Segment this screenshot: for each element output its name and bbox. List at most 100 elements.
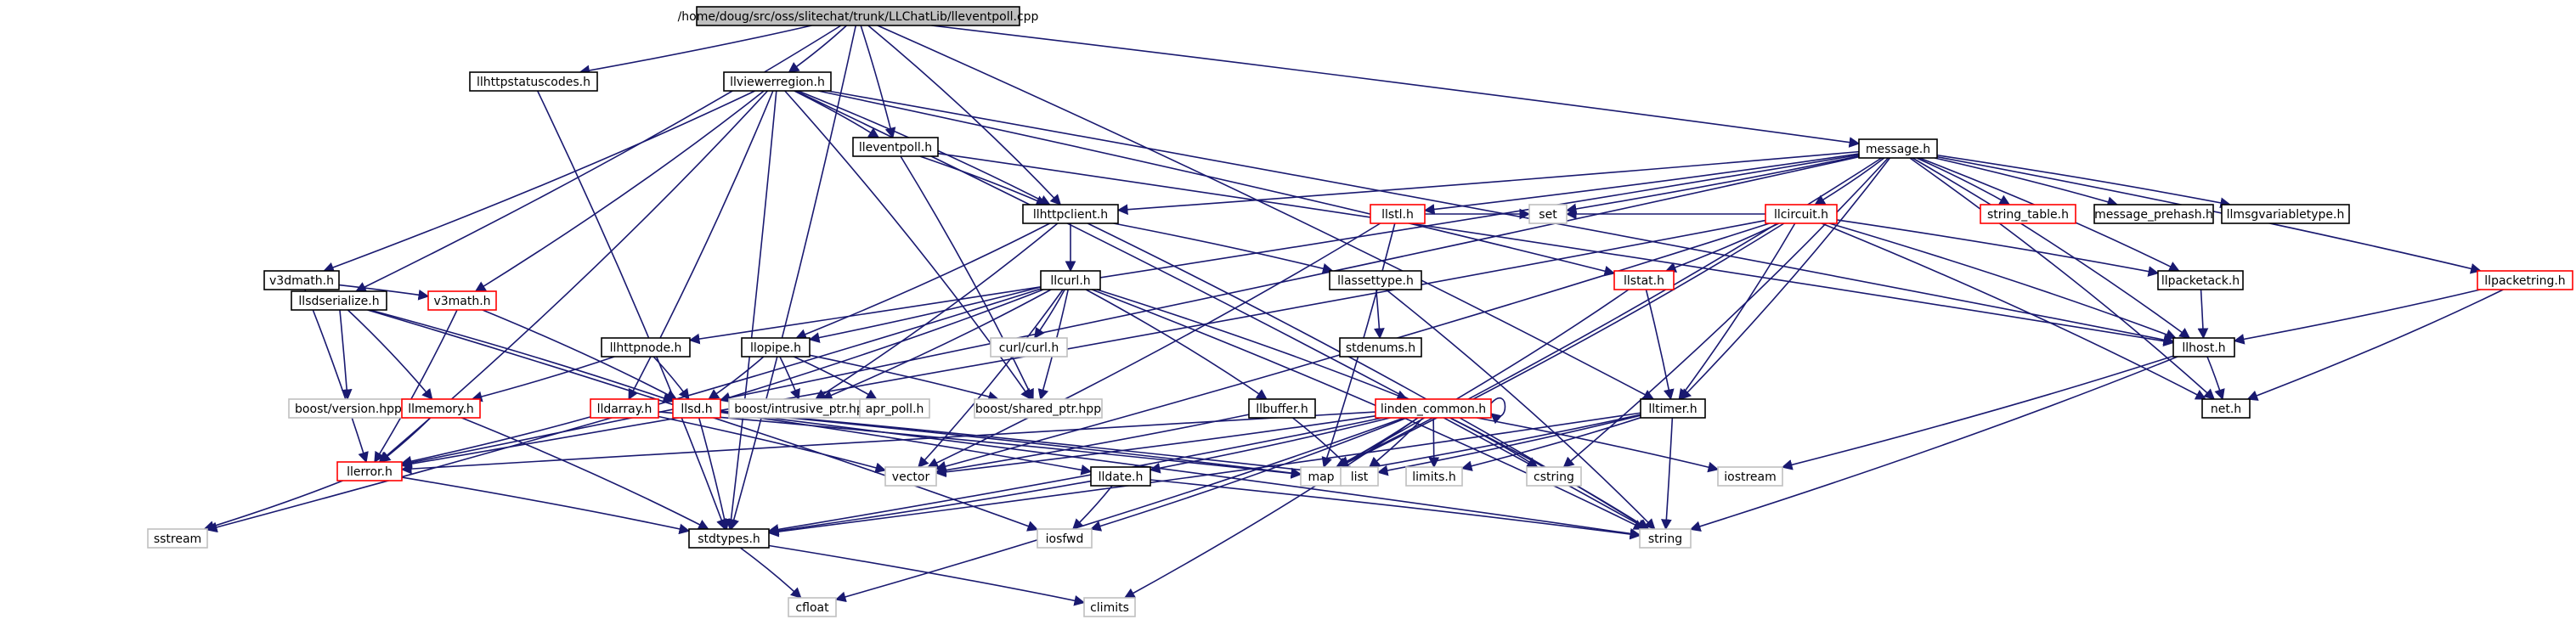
edge-llviewerregion-to-lleventpoll	[794, 90, 880, 138]
node-v3dmath[interactable]: v3dmath.h	[263, 270, 340, 290]
node-llviewerregion[interactable]: llviewerregion.h	[723, 71, 832, 92]
node-label-map: map	[1308, 470, 1334, 484]
node-llhost[interactable]: llhost.h	[2172, 337, 2235, 358]
node-curlcurl: curl/curl.h	[990, 337, 1068, 358]
node-box-v3dmath[interactable]	[263, 270, 340, 290]
node-lleventpoll[interactable]: lleventpoll.h	[852, 137, 939, 157]
node-llstat[interactable]: llstat.h	[1613, 270, 1675, 290]
node-v3math[interactable]: v3math.h	[427, 290, 497, 311]
node-box-llsd[interactable]	[672, 398, 721, 419]
node-box-llmemory[interactable]	[401, 398, 481, 419]
node-message[interactable]: message.h	[1858, 138, 1938, 159]
node-box-stdtypes[interactable]	[688, 528, 770, 549]
node-box-llhttpnode[interactable]	[601, 337, 691, 358]
node-box-message[interactable]	[1858, 138, 1938, 159]
node-box-llpipe[interactable]	[741, 337, 811, 358]
node-box-string_table[interactable]	[1980, 204, 2076, 224]
node-llpacketack[interactable]: llpacketack.h	[2157, 270, 2244, 290]
node-label-curlcurl: curl/curl.h	[999, 341, 1059, 355]
node-linden_common[interactable]: linden_common.h	[1375, 398, 1492, 419]
node-llerror[interactable]: llerror.h	[336, 461, 403, 481]
node-label-llassettype: llassettype.h	[1337, 274, 1414, 288]
edge-llsd-to-stdtypes	[698, 417, 731, 531]
node-llhttpnode[interactable]: llhttpnode.h	[601, 337, 691, 358]
node-llhttpstatuscodes[interactable]: llhttpstatuscodes.h	[469, 71, 598, 92]
node-box-iosfwd	[1037, 528, 1093, 549]
node-box-llsdserialize[interactable]	[291, 290, 387, 311]
node-box-root[interactable]	[696, 6, 1020, 26]
node-llassettype[interactable]: llassettype.h	[1329, 270, 1422, 290]
edge-llviewerregion-to-llhost	[827, 90, 2175, 346]
node-box-llviewerregion[interactable]	[723, 71, 832, 92]
node-lldate[interactable]: lldate.h	[1090, 466, 1151, 487]
node-llmemory[interactable]: llmemory.h	[401, 398, 481, 419]
node-box-linden_common[interactable]	[1375, 398, 1492, 419]
node-string_table[interactable]: string_table.h	[1980, 204, 2076, 224]
edge-root-to-llviewerregion	[788, 25, 847, 73]
node-label-llmemory: llmemory.h	[408, 403, 474, 416]
node-llpipe[interactable]: llopipe.h	[741, 337, 811, 358]
node-box-lleventpoll[interactable]	[852, 137, 939, 157]
node-net[interactable]: net.h	[2201, 398, 2251, 419]
node-box-llpacketack[interactable]	[2157, 270, 2244, 290]
node-box-net[interactable]	[2201, 398, 2251, 419]
edge-llcurl-to-curlcurl	[1034, 289, 1065, 340]
node-box-llstl[interactable]	[1370, 204, 1426, 224]
node-llsdserialize[interactable]: llsdserialize.h	[291, 290, 387, 311]
edge-root-to-message	[931, 25, 1861, 148]
node-box-llpacketring[interactable]	[2477, 270, 2573, 290]
node-box-lldate[interactable]	[1090, 466, 1151, 487]
node-stdtypes[interactable]: stdtypes.h	[688, 528, 770, 549]
node-box-message_prehash[interactable]	[2093, 204, 2214, 224]
node-llmsgvariabletype[interactable]: llmsgvariabletype.h	[2221, 204, 2350, 224]
edge-lldarray-to-map	[658, 411, 1302, 479]
node-llstl[interactable]: llstl.h	[1370, 204, 1426, 224]
edge-llpacketring-to-net	[2246, 289, 2504, 401]
edge-linden_common-to-climits	[1123, 417, 1419, 599]
node-box-llhttpclient[interactable]	[1022, 204, 1119, 224]
node-box-stdenums[interactable]	[1339, 337, 1422, 358]
node-llpacketring[interactable]: llpacketring.h	[2477, 270, 2573, 290]
node-box-llcircuit[interactable]	[1765, 204, 1838, 224]
edge-root-to-llhttpclient	[867, 25, 1062, 206]
edge-llviewerregion-to-v3math	[474, 90, 765, 292]
node-label-sstream: sstream	[154, 532, 201, 546]
node-box-llhost[interactable]	[2172, 337, 2235, 358]
node-apr_poll: apr_poll.h	[859, 398, 930, 419]
edge-llpacketring-to-llhost	[2233, 289, 2481, 345]
edge-llstat-to-map	[1335, 289, 1630, 468]
node-boost_intrusive: boost/intrusive_ptr.hpp	[728, 398, 878, 419]
node-climits: climits	[1083, 597, 1136, 617]
node-box-llhttpstatuscodes[interactable]	[469, 71, 598, 92]
node-box-llcurl[interactable]	[1040, 270, 1101, 290]
node-root[interactable]: /home/doug/src/oss/slitechat/trunk/LLCha…	[678, 6, 1039, 26]
node-box-v3math[interactable]	[427, 290, 497, 311]
node-box-set	[1528, 204, 1568, 224]
edge-llbuffer-to-vector	[935, 414, 1250, 476]
node-llcurl[interactable]: llcurl.h	[1040, 270, 1101, 290]
node-lltimer[interactable]: lltimer.h	[1640, 398, 1706, 419]
node-label-llsd: llsd.h	[681, 403, 712, 416]
node-box-llmsgvariabletype[interactable]	[2221, 204, 2350, 224]
node-box-llerror[interactable]	[336, 461, 403, 481]
edge-linden_common-to-lldate	[1149, 417, 1391, 474]
node-llsd[interactable]: llsd.h	[672, 398, 721, 419]
node-box-climits	[1083, 597, 1136, 617]
node-box-llbuffer[interactable]	[1248, 398, 1316, 419]
edge-llcurl-to-llpipe	[808, 286, 1042, 343]
node-box-llassettype[interactable]	[1329, 270, 1422, 290]
node-list: list	[1340, 466, 1379, 487]
node-label-lltimer: lltimer.h	[1648, 403, 1697, 416]
edge-lleventpoll-to-llhttpclient	[919, 155, 1048, 206]
node-box-llstat[interactable]	[1613, 270, 1675, 290]
node-lldarray[interactable]: lldarray.h	[590, 398, 659, 419]
node-stdenums[interactable]: stdenums.h	[1339, 337, 1422, 358]
edge-llviewerregion-to-v3dmath	[323, 90, 756, 273]
node-message_prehash[interactable]: message_prehash.h	[2093, 204, 2214, 224]
node-label-llpacketack: llpacketack.h	[2161, 274, 2240, 288]
node-llcircuit[interactable]: llcircuit.h	[1765, 204, 1838, 224]
node-box-lltimer[interactable]	[1640, 398, 1706, 419]
node-llbuffer[interactable]: llbuffer.h	[1248, 398, 1316, 419]
node-llhttpclient[interactable]: llhttpclient.h	[1022, 204, 1119, 224]
node-box-lldarray[interactable]	[590, 398, 659, 419]
